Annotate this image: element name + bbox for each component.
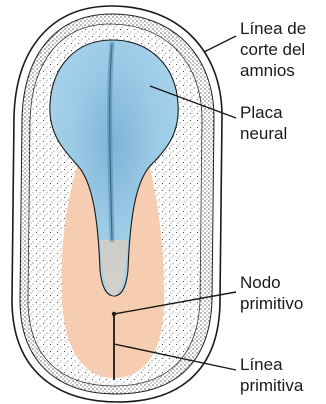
- label-line: Línea de: [240, 18, 306, 39]
- label-line: primitiva: [240, 375, 303, 396]
- label-primitive-node: Nodo primitivo: [240, 272, 303, 314]
- label-neural-plate: Placa neural: [240, 102, 287, 144]
- label-amnion-cut-line: Línea de corte del amnios: [240, 18, 306, 81]
- label-line: amnios: [240, 60, 306, 81]
- label-line: corte del: [240, 39, 306, 60]
- label-line: Línea: [240, 354, 303, 375]
- label-line: Nodo: [240, 272, 303, 293]
- label-primitive-streak: Línea primitiva: [240, 354, 303, 396]
- label-line: Placa: [240, 102, 287, 123]
- leader-amnion-cut-line: [204, 36, 236, 52]
- label-line: primitivo: [240, 293, 303, 314]
- label-line: neural: [240, 123, 287, 144]
